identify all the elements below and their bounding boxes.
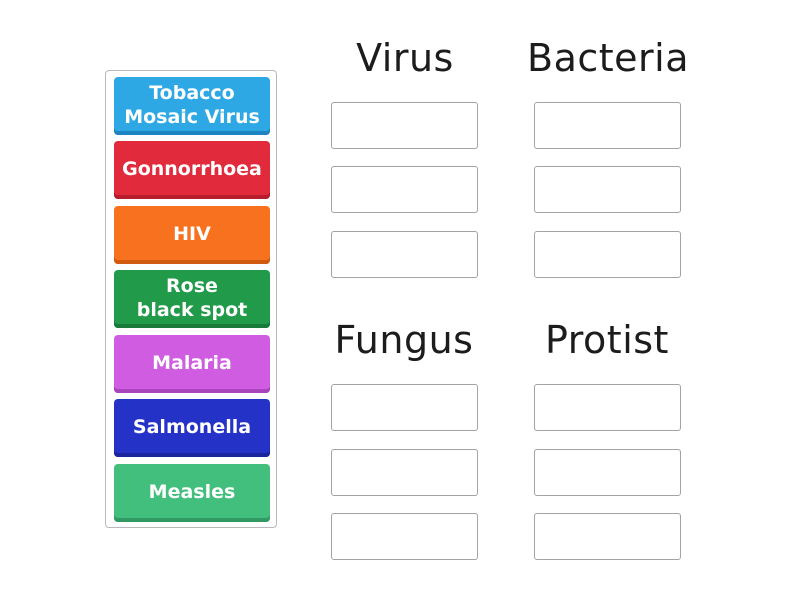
drop-slot-virus-3[interactable] bbox=[331, 231, 478, 278]
drop-slot-protist-2[interactable] bbox=[534, 449, 681, 496]
drop-slot-virus-2[interactable] bbox=[331, 166, 478, 213]
group-title-fungus: Fungus bbox=[334, 318, 474, 362]
draggable-item-hiv[interactable]: HIV bbox=[114, 206, 270, 264]
drop-slot-fungus-1[interactable] bbox=[331, 384, 478, 431]
draggable-item-gonnorrhoea[interactable]: Gonnorrhoea bbox=[114, 141, 270, 199]
group-title-virus: Virus bbox=[356, 36, 454, 80]
draggable-item-malaria[interactable]: Malaria bbox=[114, 335, 270, 393]
draggable-item-rose-black-spot[interactable]: Rose black spot bbox=[114, 270, 270, 328]
group-title-bacteria: Bacteria bbox=[527, 36, 689, 80]
item-tray: Tobacco Mosaic Virus Gonnorrhoea HIV Ros… bbox=[105, 70, 277, 528]
drop-slot-protist-3[interactable] bbox=[534, 513, 681, 560]
drop-slot-bacteria-1[interactable] bbox=[534, 102, 681, 149]
draggable-item-salmonella[interactable]: Salmonella bbox=[114, 399, 270, 457]
drop-slot-protist-1[interactable] bbox=[534, 384, 681, 431]
group-title-protist: Protist bbox=[545, 318, 669, 362]
draggable-item-measles[interactable]: Measles bbox=[114, 464, 270, 522]
drop-slot-fungus-3[interactable] bbox=[331, 513, 478, 560]
drop-slot-bacteria-2[interactable] bbox=[534, 166, 681, 213]
draggable-item-tobacco-mosaic-virus[interactable]: Tobacco Mosaic Virus bbox=[114, 77, 270, 135]
drop-slot-virus-1[interactable] bbox=[331, 102, 478, 149]
drop-slot-bacteria-3[interactable] bbox=[534, 231, 681, 278]
drop-slot-fungus-2[interactable] bbox=[331, 449, 478, 496]
